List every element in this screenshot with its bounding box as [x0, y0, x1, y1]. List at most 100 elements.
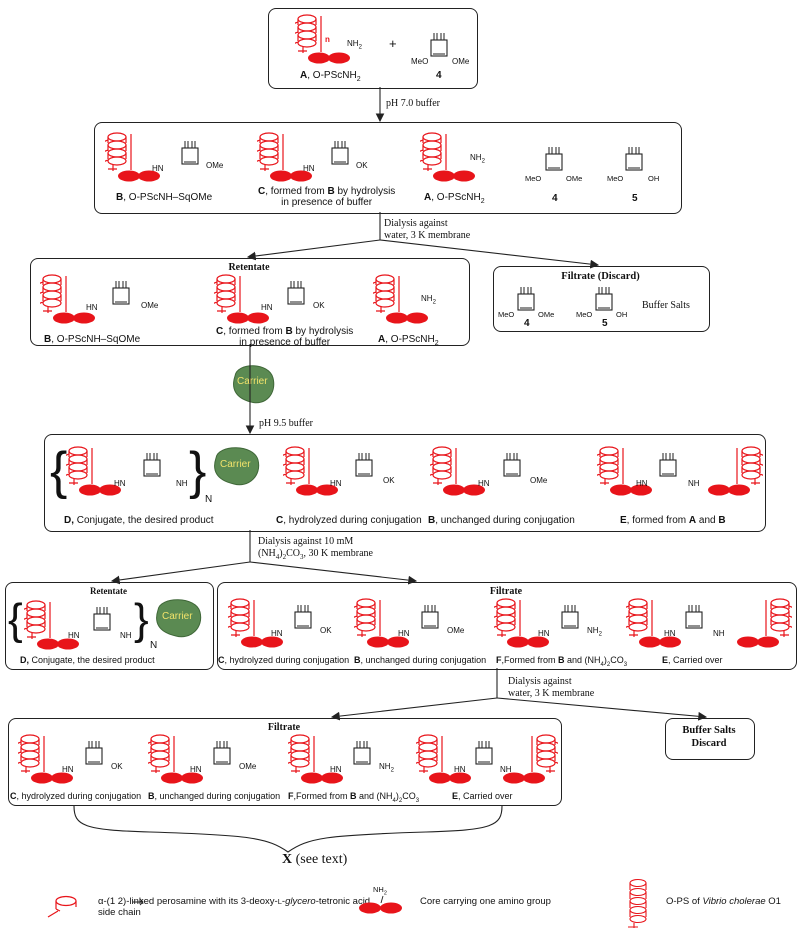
ops-legend-text: O-PS of Vibrio cholerae O1: [666, 896, 781, 907]
curly-brace: [73, 805, 503, 853]
box-retentate-1: [30, 258, 470, 346]
hn-C1: HN: [303, 164, 315, 173]
ome-4-filtrate: OMe: [538, 310, 555, 319]
bracket-N-2: N: [150, 640, 158, 651]
nh2-F2: NH2: [379, 762, 394, 774]
caption-E3: E, Carried over: [452, 791, 513, 801]
nh-D: NH: [176, 479, 188, 488]
hn-B1: HN: [152, 164, 164, 173]
caption-D2: D, Conjugate, the desired product: [20, 655, 155, 665]
perosamine-legend-text: α-(1 2)-linked perosamine with its 3-deo…: [98, 896, 371, 918]
hn-C2: HN: [261, 303, 273, 312]
caption-A2: A, O-PScNH2: [378, 334, 439, 347]
hn-B2: HN: [86, 303, 98, 312]
hn-C3: HN: [330, 479, 342, 488]
ome-B1: OMe: [206, 161, 224, 170]
nh-E2: NH: [713, 629, 725, 638]
bracket-left-2: {: [8, 595, 23, 644]
box-filtrate-discard: [493, 266, 710, 332]
nh2-F: NH2: [587, 626, 602, 638]
carrier-blob: [233, 365, 275, 404]
ome-B5: OMe: [239, 762, 257, 771]
caption-B5: B, unchanged during conjugation: [148, 791, 281, 801]
meo-left: MeO: [411, 57, 429, 66]
ops-legend-icon: [628, 878, 647, 928]
hn-B5: HN: [190, 765, 202, 774]
hn-F: HN: [538, 629, 550, 638]
box-buffer-salts-discard: [665, 718, 755, 760]
caption-D: D, Conjugate, the desired product: [64, 515, 214, 526]
ome-B2: OMe: [141, 301, 159, 310]
meo-5-step1: MeO: [607, 174, 624, 183]
hn-C5: HN: [62, 765, 74, 774]
n-label: n: [325, 35, 330, 44]
core-legend-text: Core carrying one amino group: [420, 896, 551, 907]
caption-B3: B, unchanged during conjugation: [428, 515, 575, 526]
label-4-filtrate: 4: [524, 318, 530, 329]
ok-C2: OK: [313, 301, 325, 310]
hn-D: HN: [114, 479, 126, 488]
hn-B3: HN: [478, 479, 490, 488]
bracket-left: {: [50, 442, 68, 500]
caption-A: A, O-PScNH2: [300, 70, 361, 83]
meo-4-step1: MeO: [525, 174, 542, 183]
dialysis-2-label: Dialysis against 10 mM(NH4)2CO3, 30 K me…: [258, 536, 373, 561]
caption-E: E, formed from A and B: [620, 515, 726, 526]
perosamine-legend-icon: [47, 895, 77, 918]
ome-B3: OMe: [530, 476, 548, 485]
label-4-start: 4: [436, 70, 442, 81]
hn-B4: HN: [398, 629, 410, 638]
step-label-ph7: pH 7.0 buffer: [386, 98, 440, 109]
x-label: X (see text): [282, 852, 348, 867]
ome-4-step1: OMe: [566, 174, 583, 183]
oh-5-filtrate: OH: [616, 310, 628, 319]
hn-C4: HN: [271, 629, 283, 638]
box-filtrate-3: [8, 718, 562, 806]
ok-C1: OK: [356, 161, 368, 170]
carrier-label-D: Carrier: [220, 459, 251, 470]
caption-C3: C, hydrolyzed during conjugation: [276, 515, 422, 526]
caption-C4: C, hydrolyzed during conjugation: [218, 655, 350, 665]
arrow-4-left: [110, 561, 251, 585]
caption-E2: E, Carried over: [662, 655, 723, 665]
hn-D2: HN: [68, 631, 80, 640]
ome-B4: OMe: [447, 626, 465, 635]
arrow-4-right: [249, 561, 418, 585]
caption-C5: C, hydrolyzed during conjugation: [10, 791, 142, 801]
label-4-step1: 4: [552, 193, 558, 204]
plus-sign: +: [389, 36, 397, 51]
nh2-A2: NH2: [421, 294, 436, 306]
core-legend-nh2: NH2: [373, 885, 387, 897]
caption-B1: B, O-PScNH–SqOMe: [116, 192, 213, 203]
nh2-A1: NH2: [470, 153, 485, 165]
label-5-filtrate: 5: [602, 318, 608, 329]
retentate-2-title: Retentate: [90, 586, 127, 596]
hn-E2: HN: [664, 629, 676, 638]
label-5-step1: 5: [632, 193, 638, 204]
bracket-right: }: [189, 442, 207, 500]
carrier-blob-D2: [156, 599, 202, 638]
arrow-2-right: [379, 239, 600, 269]
caption-F2: F,Formed from B and (NH4)2CO3: [288, 791, 420, 804]
buffer-salts-label: Buffer Salts: [642, 300, 690, 311]
filtrate-discard-title: Filtrate (Discard): [561, 271, 640, 282]
carrier-label: Carrier: [237, 376, 268, 387]
filtrate-3-title: Filtrate: [267, 722, 301, 733]
carrier-blob-D: [214, 447, 260, 486]
meo-5-filtrate: MeO: [576, 310, 593, 319]
caption-F: F,Formed from B and (NH4)2CO3: [496, 655, 628, 668]
box-filtrate-2: [217, 582, 797, 670]
box-conjugation: [44, 434, 766, 532]
caption-B2: B, O-PScNH–SqOMe: [44, 334, 141, 345]
arrow-5-left: [330, 697, 498, 721]
arrow-in-legend-icon: [133, 898, 144, 906]
arrow-2-left: [246, 239, 381, 261]
arrow-5-right: [496, 697, 708, 721]
nh-E: NH: [688, 479, 700, 488]
nh2-label: NH2: [347, 39, 362, 51]
oh-5-step1: OH: [648, 174, 660, 183]
box-ph7-products: [94, 122, 682, 214]
